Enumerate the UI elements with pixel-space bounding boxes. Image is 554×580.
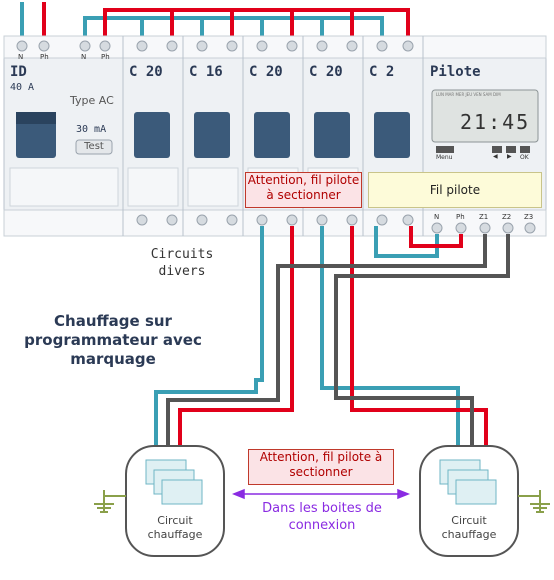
circuit-box-left xyxy=(125,445,225,557)
module-c2-title: C 2 xyxy=(369,64,395,80)
pilote-terminal-z1: Z1 xyxy=(479,213,489,221)
junction-arrow-icon xyxy=(231,488,411,500)
diagram-title: Chauffage sur programmateur avec marquag… xyxy=(24,312,202,368)
warning-note-top: Attention, fil pilote à sectionner xyxy=(245,172,362,208)
pilote-menu-button[interactable]: Menu xyxy=(436,154,453,161)
pilote-time: 21:45 xyxy=(460,110,531,134)
outgoing-wires xyxy=(154,226,510,460)
module-c20-3-title: C 20 xyxy=(309,64,343,80)
top-terminal-ph: Ph xyxy=(40,53,49,61)
pilote-terminal-z3: Z3 xyxy=(524,213,534,221)
circuit-box-right xyxy=(419,445,519,557)
pilote-terminal-z2: Z2 xyxy=(502,213,512,221)
circuits-divers-label: Circuits divers xyxy=(150,247,214,279)
module-id-rating: 40 A xyxy=(10,82,35,93)
circuit-left-label: Circuit chauffage xyxy=(147,514,203,541)
ground-icon xyxy=(94,490,126,513)
pilote-terminal-ph: Ph xyxy=(456,213,465,221)
junction-label: Dans les boites de connexion xyxy=(262,501,382,533)
test-button[interactable]: Test xyxy=(84,141,104,152)
pilote-next-button[interactable]: ▶ xyxy=(507,153,512,160)
breaker-switches xyxy=(16,112,410,158)
pilote-prev-button[interactable]: ◀ xyxy=(493,153,498,160)
module-id-sensitivity: 30 mA xyxy=(76,124,107,135)
warning-note-bottom: Attention, fil pilote à sectionner xyxy=(248,449,394,485)
module-c20-2-title: C 20 xyxy=(249,64,283,80)
id-terminal-ph: Ph xyxy=(101,53,110,61)
fil-pilote-note: Fil pilote xyxy=(368,172,542,208)
module-c16-title: C 16 xyxy=(189,64,223,80)
id-terminal-n: N xyxy=(81,53,87,61)
ground-icon xyxy=(518,490,550,513)
module-pilote-title: Pilote xyxy=(430,64,481,80)
top-terminal-n: N xyxy=(18,53,24,61)
circuit-right-label: Circuit chauffage xyxy=(441,514,497,541)
module-c20-1-title: C 20 xyxy=(129,64,163,80)
pilote-terminal-n: N xyxy=(434,213,440,221)
pilote-days: LUN MAR MER JEU VEN SAM DIM xyxy=(436,92,501,97)
module-id-title: ID xyxy=(10,64,27,80)
module-id-type: Type AC xyxy=(70,94,114,107)
supply-wires xyxy=(20,2,46,38)
pilote-ok-button[interactable]: OK xyxy=(520,154,529,161)
bus-wires xyxy=(83,8,410,38)
